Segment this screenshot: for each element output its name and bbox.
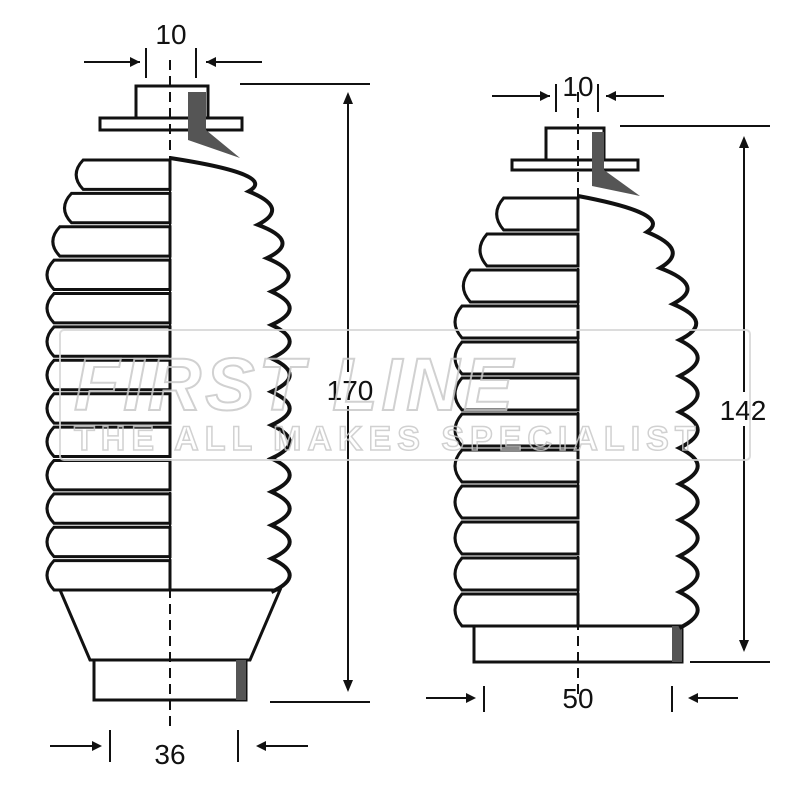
bellows-rib (45, 258, 172, 292)
bellows-rib (453, 376, 580, 412)
bellows-rib (45, 458, 172, 492)
right-boot-ribs (453, 196, 580, 628)
bellows-rib (453, 340, 580, 376)
left-top-width-label: 10 (155, 19, 186, 50)
bellows-rib (45, 325, 172, 358)
bellows-rib (478, 232, 580, 268)
right-boot-profile-zigzag (577, 194, 700, 630)
left-bottom-width-dimension: 36 (50, 730, 308, 770)
bellows-rib (63, 191, 172, 225)
bellows-rib (453, 592, 580, 628)
bellows-rib (51, 225, 172, 258)
left-boot-profile-zigzag (169, 156, 292, 594)
bellows-rib (453, 556, 580, 592)
right-bottom-width-label: 50 (562, 683, 593, 714)
watermark-brand: FIRST LINE (74, 343, 517, 426)
left-bottom-width-label: 36 (154, 739, 185, 770)
right-boot (453, 92, 700, 700)
left-height-dimension: 170 (240, 83, 380, 703)
bellows-rib (45, 292, 172, 325)
bellows-rib (453, 412, 580, 448)
right-boot-bottom-shade (672, 626, 682, 662)
right-boot-top-flange (510, 158, 640, 172)
bellows-rib (495, 196, 580, 232)
bellows-rib (461, 268, 580, 304)
right-boot-top-shade (592, 132, 640, 196)
right-top-width-label: 10 (562, 71, 593, 102)
left-boot-bottom-shade (236, 660, 246, 700)
right-height-dimension: 142 (620, 125, 774, 663)
bellows-rib (74, 158, 172, 191)
left-boot-top-shade (188, 92, 240, 158)
left-height-label: 170 (327, 375, 374, 406)
right-top-width-dimension: 10 (492, 71, 664, 112)
left-boot (45, 60, 292, 730)
bellows-rib (453, 520, 580, 556)
bellows-rib (453, 448, 580, 484)
left-boot-ribs (45, 158, 172, 592)
bellows-rib (45, 425, 172, 458)
bellows-rib (45, 492, 172, 525)
bellows-rib (453, 484, 580, 520)
left-top-width-dimension: 10 (84, 19, 262, 78)
bellows-rib (45, 525, 172, 559)
right-bottom-width-dimension: 50 (426, 683, 738, 714)
bellows-rib (45, 358, 172, 392)
watermark-tagline: THE ALL MAKES SPECIALIST (74, 420, 702, 458)
bellows-rib (45, 559, 172, 592)
bellows-rib (453, 304, 580, 340)
right-height-label: 142 (720, 395, 767, 426)
watermark: FIRST LINE THE ALL MAKES SPECIALIST (59, 329, 751, 461)
bellows-rib (45, 392, 172, 425)
